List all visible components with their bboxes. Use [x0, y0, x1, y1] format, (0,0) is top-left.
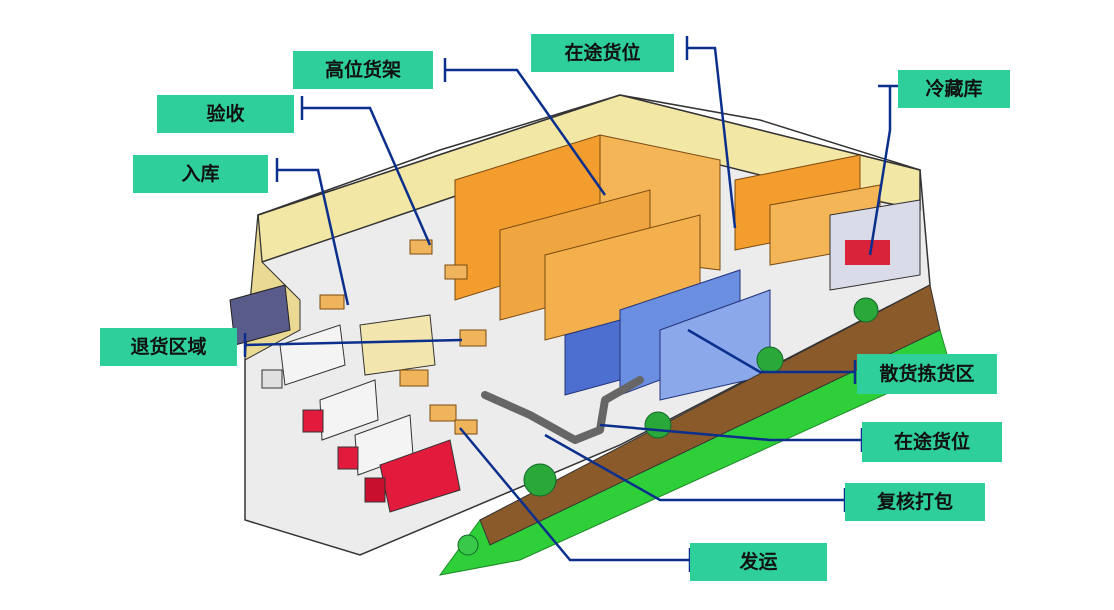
pallet-box — [409, 239, 433, 255]
pallet-box — [319, 294, 345, 310]
tree — [523, 463, 557, 497]
leader-returns — [244, 338, 463, 347]
leader-cold-storage — [868, 86, 892, 256]
pallet-box — [459, 329, 487, 347]
label-inspection: 验收 — [157, 95, 294, 133]
tree — [644, 411, 672, 439]
roof-edge — [257, 94, 921, 216]
label-cold-storage: 冷藏库 — [898, 70, 1010, 108]
cold-room-goods — [845, 240, 890, 265]
leader-recheck-pack — [544, 433, 845, 502]
leader-in-transit-top — [687, 46, 737, 229]
truck-cab — [302, 409, 324, 433]
returns-room — [359, 314, 436, 376]
label-shipping: 发运 — [690, 543, 827, 581]
trees — [457, 297, 879, 556]
label-returns-area: 退货区域 — [100, 328, 237, 366]
leader-high-rack — [445, 68, 607, 196]
truck-white — [261, 324, 346, 389]
label-in-transit-right: 在途货位 — [862, 422, 1002, 462]
tree — [756, 346, 784, 374]
receiving-area — [229, 239, 487, 435]
truck-cab — [337, 446, 359, 470]
leader-lines — [243, 36, 902, 572]
grass-strip — [438, 329, 951, 576]
pallet-boxes — [319, 239, 487, 435]
bulk-rack-block — [564, 319, 621, 396]
leader-inspection — [302, 106, 432, 246]
truck-box — [379, 439, 461, 513]
pallet-box — [454, 419, 478, 435]
tree — [853, 297, 879, 323]
pallet-box — [444, 264, 468, 280]
leader-bulk-picking — [687, 328, 855, 374]
leader-shipping — [459, 427, 690, 562]
shrub — [457, 534, 479, 556]
pallet-box — [399, 369, 429, 387]
trucks — [261, 324, 461, 513]
label-bulk-picking: 散货拣货区 — [857, 354, 997, 394]
label-high-rack: 高位货架 — [293, 51, 433, 89]
truck-cab — [261, 369, 283, 389]
label-recheck-pack: 复核打包 — [845, 483, 985, 521]
label-inbound: 入库 — [133, 155, 268, 193]
label-in-transit-top: 在途货位 — [531, 34, 674, 72]
truck-box — [279, 324, 346, 386]
cold-storage-room — [829, 199, 921, 291]
truck-white-red — [302, 379, 379, 441]
leader-inbound — [277, 168, 350, 306]
truck-red — [364, 439, 461, 513]
truck-cab — [364, 477, 386, 503]
conveyor-line — [481, 376, 644, 444]
pallet-box — [429, 404, 457, 422]
leader-in-transit-right — [599, 423, 862, 442]
